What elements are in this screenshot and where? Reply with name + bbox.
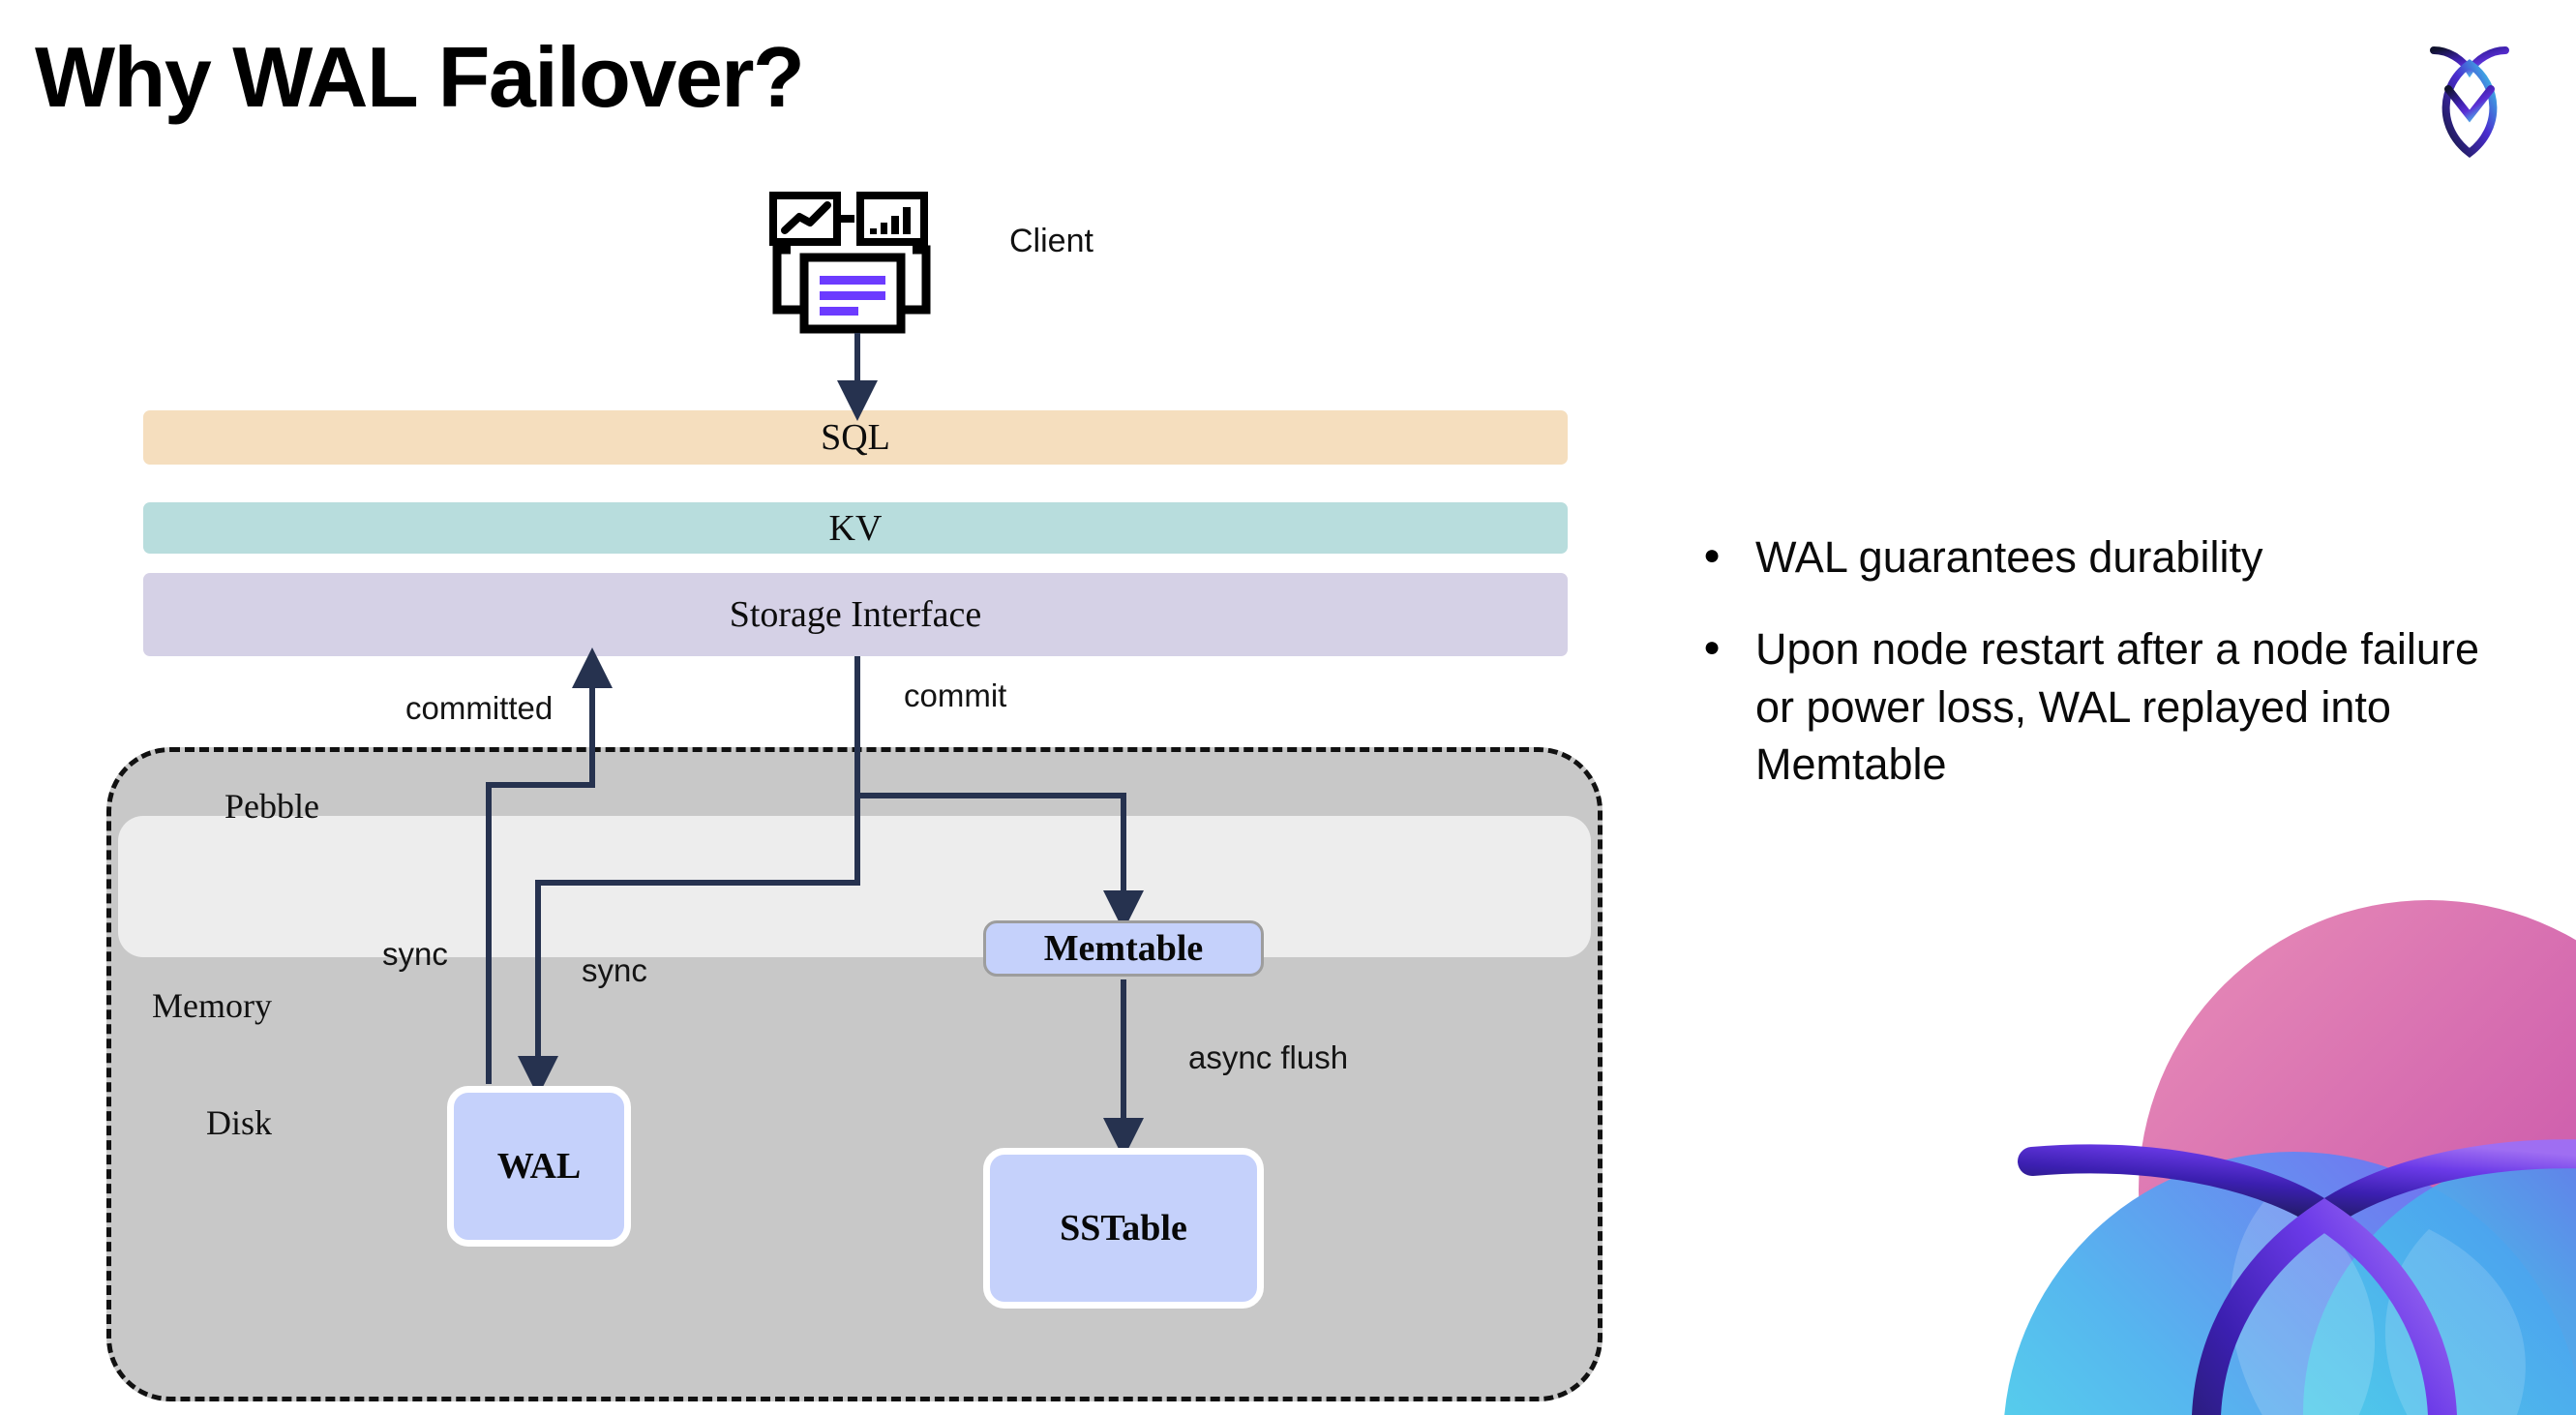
layer-bar-sql-label: SQL bbox=[821, 417, 890, 458]
layer-bar-sql: SQL bbox=[143, 410, 1568, 465]
cockroach-leaf-watermark-icon bbox=[1887, 900, 2576, 1415]
memory-label: Memory bbox=[152, 986, 272, 1025]
disk-label: Disk bbox=[206, 1103, 273, 1142]
edge-label-committed: committed bbox=[405, 690, 554, 726]
node-sstable-label: SSTable bbox=[1060, 1208, 1187, 1249]
memory-zone bbox=[118, 816, 1591, 957]
node-memtable-label: Memtable bbox=[1043, 928, 1204, 969]
bullet-list: ● WAL guarantees durability ● Upon node … bbox=[1703, 528, 2506, 828]
bullet-text: WAL guarantees durability bbox=[1755, 532, 2263, 582]
edge-label-sync-wal-return: sync bbox=[382, 936, 448, 972]
edge-label-sync-wal-write: sync bbox=[582, 952, 647, 988]
pebble-label: Pebble bbox=[225, 787, 319, 826]
layer-bar-storage-interface: Storage Interface bbox=[143, 573, 1568, 656]
node-sstable: SSTable bbox=[983, 1148, 1264, 1309]
layer-bar-kv-label: KV bbox=[828, 507, 883, 549]
node-wal: WAL bbox=[447, 1086, 631, 1247]
bullet-marker-icon: ● bbox=[1703, 631, 1722, 664]
bullet-marker-icon: ● bbox=[1703, 539, 1722, 571]
cockroach-leaf-logo-icon bbox=[2402, 27, 2537, 163]
list-item: ● Upon node restart after a node failure… bbox=[1703, 620, 2506, 793]
client-label: Client bbox=[1009, 223, 1093, 259]
node-memtable: Memtable bbox=[983, 920, 1264, 977]
list-item: ● WAL guarantees durability bbox=[1703, 528, 2506, 586]
bullet-text: Upon node restart after a node failure o… bbox=[1755, 624, 2479, 790]
client-dashboard-icon bbox=[767, 190, 938, 345]
edge-label-commit: commit bbox=[904, 677, 1007, 713]
edge-label-async-flush: async flush bbox=[1188, 1039, 1349, 1075]
layer-bar-kv: KV bbox=[143, 502, 1568, 554]
node-wal-label: WAL bbox=[496, 1146, 582, 1187]
page-title: Why WAL Failover? bbox=[35, 29, 805, 125]
layer-bar-storage-interface-label: Storage Interface bbox=[729, 594, 982, 635]
